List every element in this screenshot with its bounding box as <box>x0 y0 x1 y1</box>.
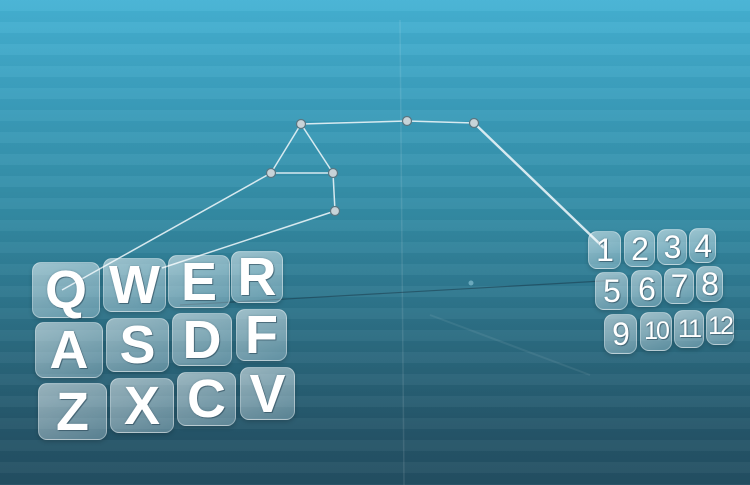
bone-spine <box>332 172 336 212</box>
joint-chest <box>327 167 339 179</box>
key-3-label: 3 <box>663 229 682 265</box>
joint-head <box>295 118 307 130</box>
bone-upper-arm <box>406 120 475 124</box>
key-6-label: 6 <box>638 270 656 307</box>
key-12[interactable]: 12 <box>706 308 734 345</box>
key-r[interactable]: R <box>231 247 283 307</box>
key-w-label: W <box>109 255 160 315</box>
key-11-label: 11 <box>678 314 702 343</box>
key-w[interactable]: W <box>103 258 166 312</box>
key-q-label: Q <box>44 260 87 320</box>
key-1-label: 1 <box>596 232 614 268</box>
joint-left-shoulder <box>265 167 277 179</box>
key-7-label: 7 <box>670 268 689 304</box>
key-3[interactable]: 3 <box>657 229 687 265</box>
key-d[interactable]: D <box>172 309 232 370</box>
key-5[interactable]: 5 <box>595 272 628 310</box>
key-2[interactable]: 2 <box>624 230 655 267</box>
bone-head-right <box>300 123 334 174</box>
key-c-label: C <box>187 369 226 429</box>
bone-right-arm <box>473 122 605 249</box>
key-s[interactable]: S <box>106 318 169 372</box>
key-4-label: 4 <box>694 227 712 264</box>
key-z[interactable]: Z <box>38 383 107 440</box>
key-a-label: A <box>49 320 89 380</box>
key-v[interactable]: V <box>240 363 295 424</box>
floor-reflection <box>429 314 591 376</box>
key-v-label: V <box>249 363 286 424</box>
key-9-label: 9 <box>612 316 630 352</box>
key-5-label: 5 <box>603 273 621 309</box>
key-8[interactable]: 8 <box>696 266 723 302</box>
key-4[interactable]: 4 <box>689 228 716 263</box>
bone-neck <box>300 120 408 125</box>
key-q[interactable]: Q <box>32 262 100 318</box>
joint-neck <box>401 115 413 127</box>
key-10-label: 10 <box>644 317 670 345</box>
key-e-label: E <box>180 251 218 312</box>
key-s-label: S <box>119 315 156 375</box>
key-8-label: 8 <box>701 266 719 302</box>
joint-right-shoulder <box>468 117 480 129</box>
key-f-label: F <box>245 305 278 365</box>
key-1[interactable]: 1 <box>588 231 621 269</box>
key-10[interactable]: 10 <box>640 312 672 351</box>
key-x[interactable]: X <box>110 378 174 433</box>
key-z-label: Z <box>56 381 89 442</box>
key-12-label: 12 <box>708 312 734 340</box>
joint-hip <box>329 205 341 217</box>
ray-hit-marker <box>468 280 474 286</box>
vertical-axis <box>399 19 405 485</box>
key-7[interactable]: 7 <box>664 268 694 304</box>
bone-head-left <box>270 123 302 174</box>
key-e[interactable]: E <box>168 251 230 312</box>
key-a[interactable]: A <box>35 322 103 378</box>
key-d-label: D <box>182 309 222 370</box>
key-6[interactable]: 6 <box>631 270 662 307</box>
key-2-label: 2 <box>631 230 649 267</box>
key-r-label: R <box>237 247 277 307</box>
key-9[interactable]: 9 <box>604 314 637 354</box>
key-11[interactable]: 11 <box>674 310 704 348</box>
key-f[interactable]: F <box>236 305 287 365</box>
key-x-label: X <box>123 375 161 436</box>
key-c[interactable]: C <box>177 372 236 426</box>
